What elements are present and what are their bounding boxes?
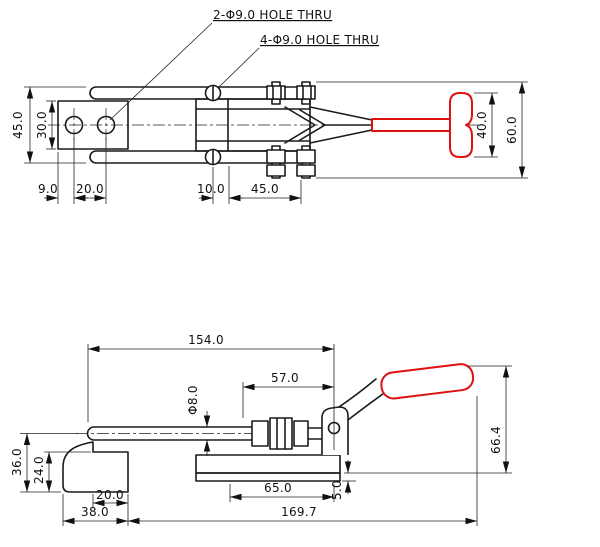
dim-base-lip: 5.0 bbox=[330, 460, 356, 500]
dim-rod-diameter: Φ8.0 bbox=[186, 385, 211, 456]
lock-nut-bottom-left bbox=[266, 164, 286, 177]
base-plate bbox=[195, 454, 341, 482]
dim-plate-step-label: 20.0 bbox=[96, 488, 124, 502]
dim-bail-width: 45.0 bbox=[11, 86, 86, 164]
dim-plate-to-base: 154.0 bbox=[87, 333, 335, 450]
dim-hole-spacing-label: 20.0 bbox=[76, 182, 104, 196]
adjusting-bolts-bottom bbox=[266, 145, 316, 179]
top-view: 2-Φ9.0 HOLE THRU 4-Φ9.0 HOLE THRU 45.0 3… bbox=[11, 8, 528, 204]
dim-plate-height-label: 24.0 bbox=[32, 456, 46, 484]
adjusting-bolts-top bbox=[266, 81, 316, 105]
note-2-holes-leader bbox=[109, 22, 213, 121]
dim-base-lip-label: 5.0 bbox=[330, 480, 344, 500]
dim-base-hole-spacing: 65.0 bbox=[229, 481, 335, 502]
hex-nut-side bbox=[269, 417, 293, 450]
dim-screw-offset: 10.0 bbox=[197, 166, 243, 204]
dim-plate-step: 20.0 bbox=[92, 488, 128, 508]
dim-axis-height-label: 36.0 bbox=[10, 448, 24, 476]
dim-bolt-spacing-label: 45.0 bbox=[251, 182, 279, 196]
hex-nut-top-right bbox=[296, 85, 316, 100]
latch-plate bbox=[57, 100, 129, 150]
dim-plate-to-base-label: 154.0 bbox=[188, 333, 224, 347]
dim-overall-height-side-label: 66.4 bbox=[489, 426, 503, 454]
dim-handle-height-label: 40.0 bbox=[475, 111, 489, 139]
dim-edge-to-hole-label: 9.0 bbox=[38, 182, 58, 196]
dim-overall-height-label: 60.0 bbox=[505, 116, 519, 144]
base-plate-lip bbox=[195, 472, 341, 482]
dim-plate-width-label: 30.0 bbox=[35, 111, 49, 139]
clamp-body bbox=[195, 84, 311, 166]
dim-overall-height-side: 66.4 bbox=[344, 365, 512, 474]
dim-plate-width: 30.0 bbox=[35, 100, 56, 150]
dim-bail-width-label: 45.0 bbox=[11, 111, 25, 139]
rod-hardware bbox=[251, 417, 323, 450]
t-handle bbox=[371, 92, 473, 158]
latch-plate-side bbox=[62, 441, 129, 493]
pivot-bracket bbox=[321, 406, 349, 455]
dim-handle-height: 40.0 bbox=[474, 92, 498, 158]
u-bolt-rod-side bbox=[86, 426, 257, 441]
latch-plate-hole-right bbox=[96, 115, 116, 135]
hex-nut-bottom-left bbox=[266, 149, 286, 164]
side-view: 154.0 57.0 Φ8.0 66.4 36.0 24.0 bbox=[10, 333, 512, 526]
dim-hook-to-base: 57.0 bbox=[242, 371, 334, 418]
dim-overall-height: 60.0 bbox=[316, 81, 528, 179]
dim-axis-height: 36.0 bbox=[10, 433, 78, 493]
dim-hook-to-base-label: 57.0 bbox=[271, 371, 299, 385]
clevis bbox=[251, 420, 269, 447]
note-2-holes-label: 2-Φ9.0 HOLE THRU bbox=[213, 8, 332, 22]
lock-nut-side bbox=[293, 420, 309, 447]
dim-bolt-spacing: 45.0 bbox=[229, 180, 302, 204]
dim-screw-offset-label: 10.0 bbox=[197, 182, 225, 196]
lock-nut-bottom-right bbox=[296, 164, 316, 177]
hex-nut-bottom-right bbox=[296, 149, 316, 164]
dim-hole-spacing: 20.0 bbox=[74, 137, 107, 204]
dim-base-hole-spacing-label: 65.0 bbox=[264, 481, 292, 495]
hex-nut-top-left bbox=[266, 85, 286, 100]
note-4-holes-leader bbox=[217, 47, 260, 89]
t-handle-bar bbox=[371, 118, 451, 132]
dim-overall-length-label: 169.7 bbox=[281, 505, 317, 519]
top-view-notes: 2-Φ9.0 HOLE THRU 4-Φ9.0 HOLE THRU bbox=[109, 8, 379, 121]
handle-grip bbox=[380, 363, 475, 400]
dim-plate-length-label: 38.0 bbox=[81, 505, 109, 519]
linkage bbox=[284, 106, 373, 144]
dim-overall-length: 169.7 bbox=[128, 396, 478, 526]
note-4-holes-label: 4-Φ9.0 HOLE THRU bbox=[260, 33, 379, 47]
latch-plate-hole-left bbox=[64, 115, 84, 135]
dim-rod-diameter-label: Φ8.0 bbox=[186, 385, 200, 415]
t-handle-head bbox=[449, 92, 473, 158]
dim-plate-height: 24.0 bbox=[32, 451, 91, 492]
